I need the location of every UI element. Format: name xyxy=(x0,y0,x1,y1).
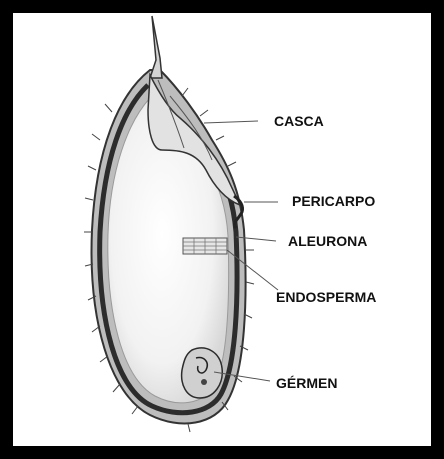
label-endosperma: ENDOSPERMA xyxy=(276,289,376,305)
label-casca: CASCA xyxy=(274,113,324,129)
label-aleurona: ALEURONA xyxy=(288,233,367,249)
germ-dot xyxy=(201,379,207,385)
aleurone-cells xyxy=(183,238,227,254)
husk-tip xyxy=(150,16,162,78)
label-pericarpo: PERICARPO xyxy=(292,193,375,209)
casca-leader xyxy=(204,121,258,123)
label-germen: GÉRMEN xyxy=(276,375,337,391)
